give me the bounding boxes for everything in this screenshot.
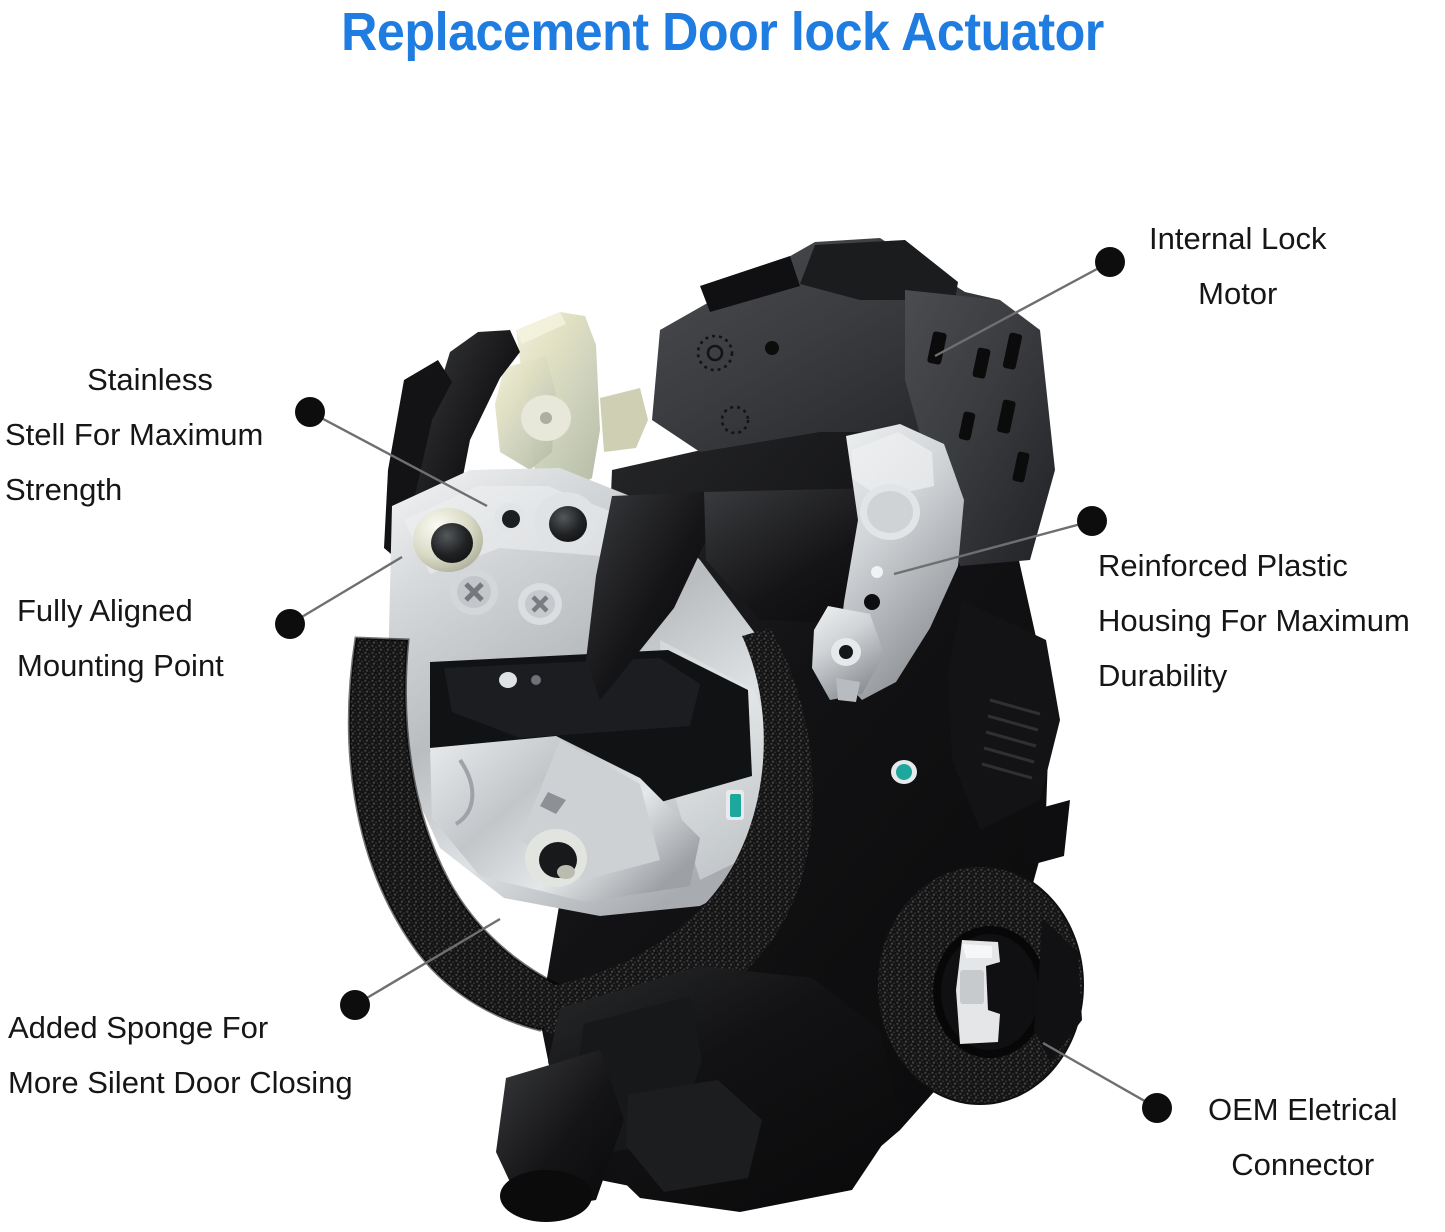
callout-line: Strength	[5, 472, 123, 507]
callout-dot-fully-aligned-mounting-point[interactable]	[275, 609, 305, 639]
zinc-tongue	[600, 388, 648, 452]
callout-line: OEM Eletrical	[1208, 1092, 1398, 1127]
mounting-holes	[413, 492, 598, 572]
callout-line: Housing For Maximum	[1098, 603, 1410, 638]
callout-label-reinforced-plastic-housing: Reinforced Plastic Housing For Maximum D…	[1098, 538, 1410, 703]
housing-pin-hole	[765, 341, 779, 355]
callout-line: Connector	[1231, 1147, 1375, 1182]
callout-dot-stainless-steel[interactable]	[295, 397, 325, 427]
teal-indicator-plate	[726, 790, 744, 820]
callout-line: Fully Aligned	[17, 593, 193, 628]
callout-dot-oem-electrical-connector[interactable]	[1142, 1093, 1172, 1123]
callout-label-stainless-steel: Stainless Stell For Maximum Strength	[5, 352, 295, 517]
molded-marking	[696, 334, 750, 435]
callout-label-internal-lock-motor: Internal Lock Motor	[1149, 211, 1327, 321]
callout-line: Reinforced Plastic	[1098, 548, 1348, 583]
callout-dot-added-sponge[interactable]	[340, 990, 370, 1020]
phillips-screws	[450, 569, 562, 625]
page-title: Replacement Door lock Actuator	[341, 2, 1104, 62]
callout-dot-reinforced-plastic-housing[interactable]	[1077, 506, 1107, 536]
callout-label-fully-aligned-mounting-point: Fully Aligned Mounting Point	[17, 583, 224, 693]
callout-line: Durability	[1098, 658, 1228, 693]
latch-wedge	[586, 492, 708, 700]
latch-stub	[496, 1050, 624, 1212]
callout-label-added-sponge: Added Sponge For More Silent Door Closin…	[8, 1000, 353, 1110]
pawl-hole-small	[871, 566, 883, 578]
callout-line: More Silent Door Closing	[8, 1065, 353, 1100]
teal-indicator-lower	[891, 760, 917, 784]
callout-line: Added Sponge For	[8, 1010, 269, 1045]
housing-right-ribs	[948, 600, 1060, 830]
callout-label-oem-electrical-connector: OEM Eletrical Connector	[1208, 1082, 1397, 1192]
callout-line: Stainless	[87, 362, 213, 397]
callout-line: Stell For Maximum	[5, 417, 264, 452]
callout-dot-internal-lock-motor[interactable]	[1095, 247, 1125, 277]
rib-texture	[981, 698, 1041, 780]
callout-line: Mounting Point	[17, 648, 224, 683]
callout-line: Internal Lock	[1149, 221, 1327, 256]
callout-line: Motor	[1198, 276, 1278, 311]
side-fin	[1020, 800, 1070, 868]
